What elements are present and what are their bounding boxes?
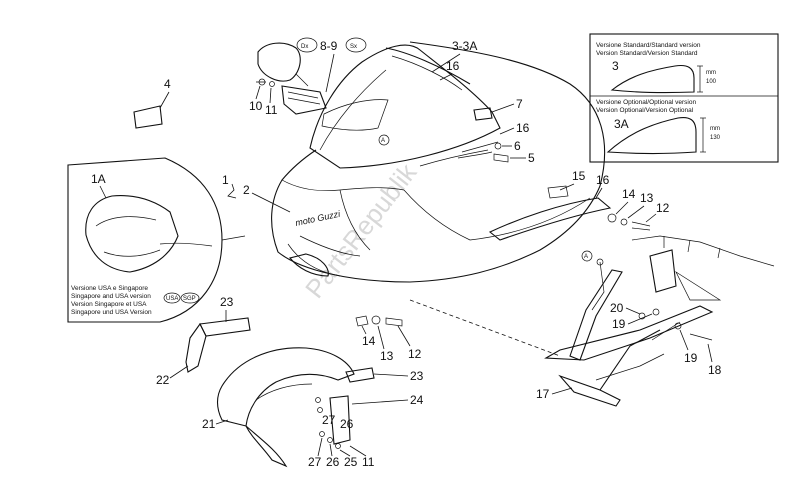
callout-17: 17 bbox=[536, 387, 550, 401]
sx-badge bbox=[345, 37, 367, 53]
standard-screen-number: 3 bbox=[612, 59, 619, 73]
callout-1: 1 bbox=[222, 173, 229, 187]
callout-13-right: 13 bbox=[640, 191, 654, 205]
callout-12-low: 12 bbox=[408, 347, 422, 361]
usa-fairing-sketch bbox=[85, 195, 179, 273]
dx-badge bbox=[296, 37, 318, 53]
optional-height-value: 130 bbox=[710, 135, 721, 141]
callout-16-top: 16 bbox=[446, 59, 460, 73]
callout-11: 11 bbox=[265, 103, 278, 117]
usa-version-line-4: Singapore und USA Version bbox=[71, 309, 152, 316]
callout-27-lower: 27 bbox=[308, 455, 322, 469]
mudguard-brackets: 23 24 27 26 27 26 25 11 bbox=[308, 367, 424, 469]
callout-14-right: 14 bbox=[622, 187, 636, 201]
callout-10: 10 bbox=[249, 99, 263, 113]
optional-screen-shape bbox=[606, 116, 697, 155]
trim-strip bbox=[488, 197, 612, 241]
svg-text:Sx: Sx bbox=[350, 44, 357, 50]
mirror-part: 10 11 Dx 8-9 Sx bbox=[249, 37, 367, 117]
mirror-head bbox=[257, 42, 301, 82]
usa-singapore-inset: 1A Versione USA e Singapore Singapore an… bbox=[67, 157, 246, 323]
callout-19-left: 19 bbox=[612, 317, 626, 331]
standard-screen-shape bbox=[610, 64, 695, 94]
bracket-22-23: 23 22 bbox=[156, 295, 251, 387]
lower-fixings: 14 13 12 bbox=[355, 299, 561, 363]
standard-version-title: Versione Standard/Standard version bbox=[596, 42, 701, 49]
optional-version-title-2: Version Optional/Version Optional bbox=[596, 107, 694, 114]
mirror-mount bbox=[281, 85, 327, 115]
sgp-badge bbox=[180, 292, 200, 304]
callout-12-right: 12 bbox=[656, 201, 670, 215]
callout-16-right: 16 bbox=[596, 173, 610, 187]
decal-part: 4 bbox=[133, 77, 171, 129]
callout-3-3A: 3-3A bbox=[452, 39, 477, 53]
callout-21: 21 bbox=[202, 417, 216, 431]
callout-26-upper: 26 bbox=[340, 417, 354, 431]
callout-24: 24 bbox=[410, 393, 424, 407]
usa-badge bbox=[163, 292, 181, 304]
callout-16-mid: 16 bbox=[516, 121, 530, 135]
usa-version-line-3: Version Singapore et USA bbox=[71, 301, 147, 308]
usa-version-line-2: Singapore and USA version bbox=[71, 293, 151, 300]
callout-11-lower: 11 bbox=[362, 455, 375, 469]
optional-mm-label: mm bbox=[710, 126, 720, 132]
upper-fairing: moto Guzzi 1 2 A bbox=[222, 41, 606, 283]
screen-fixings: 7 16 6 5 bbox=[473, 97, 535, 165]
standard-mm-label: mm bbox=[706, 70, 716, 76]
bracket-plate bbox=[649, 249, 677, 293]
callout-7: 7 bbox=[516, 97, 523, 111]
callout-5: 5 bbox=[528, 151, 535, 165]
svg-text:SGP: SGP bbox=[183, 296, 196, 302]
callout-15: 15 bbox=[572, 169, 586, 183]
standard-version-title-2: Version Standard/Version Standard bbox=[596, 50, 698, 57]
svg-text:Dx: Dx bbox=[301, 44, 308, 50]
callout-13-low: 13 bbox=[380, 349, 394, 363]
svg-text:A: A bbox=[584, 254, 588, 260]
windscreen bbox=[309, 44, 501, 169]
windscreen-part: A 3-3A 16 bbox=[309, 39, 501, 169]
usa-version-line-1: Versione USA e Singapore bbox=[71, 285, 148, 292]
callout-2: 2 bbox=[243, 183, 250, 197]
callout-26-lower: 26 bbox=[326, 455, 340, 469]
callout-6: 6 bbox=[514, 139, 521, 153]
mirror-washer bbox=[269, 81, 275, 87]
screw-6 bbox=[494, 142, 502, 150]
callout-1A: 1A bbox=[91, 172, 106, 186]
callout-4: 4 bbox=[164, 77, 171, 91]
a-marker-screen bbox=[378, 134, 390, 146]
standard-height-value: 100 bbox=[706, 79, 717, 85]
callout-23-right: 23 bbox=[410, 369, 424, 383]
front-mudguard: 21 bbox=[202, 347, 355, 468]
svg-text:USA: USA bbox=[166, 296, 178, 302]
callout-25: 25 bbox=[344, 455, 358, 469]
optional-version-title: Versione Optional/Optional version bbox=[596, 99, 696, 106]
svg-text:A: A bbox=[381, 138, 385, 144]
nut-5 bbox=[493, 153, 509, 163]
fairing-brand-text: moto Guzzi bbox=[294, 209, 342, 228]
callout-19-right: 19 bbox=[684, 351, 698, 365]
a-marker-fairing bbox=[581, 250, 593, 262]
support-frame: 20 19 19 18 17 bbox=[536, 235, 775, 407]
callout-20: 20 bbox=[610, 301, 624, 315]
callout-14-low: 14 bbox=[362, 334, 376, 348]
side-trim: 15 16 14 13 12 bbox=[488, 169, 670, 241]
optional-screen-number: 3A bbox=[614, 117, 629, 131]
callout-27-upper: 27 bbox=[322, 413, 336, 427]
callout-22: 22 bbox=[156, 373, 170, 387]
fairing-outline bbox=[271, 41, 606, 283]
windscreen-versions-inset: Versione Standard/Standard version Versi… bbox=[589, 33, 779, 163]
callout-8-9: 8-9 bbox=[320, 39, 338, 53]
callout-23-left: 23 bbox=[220, 295, 234, 309]
callout-18: 18 bbox=[708, 363, 722, 377]
